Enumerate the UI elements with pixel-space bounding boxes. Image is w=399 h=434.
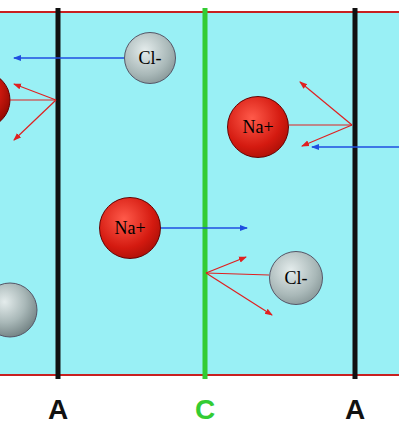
membrane-label: A: [345, 394, 365, 426]
sodium-ion: Na+: [99, 197, 161, 259]
membrane-label: C: [195, 394, 215, 426]
ion-label: Na+: [114, 218, 145, 239]
ion-label: Cl-: [138, 48, 161, 69]
membrane-label: A: [48, 394, 68, 426]
sodium-ion: Na+: [227, 96, 289, 158]
chloride-ion: Cl-: [269, 251, 323, 305]
ion-label: Cl-: [284, 268, 307, 289]
chloride-ion: Cl-: [124, 32, 176, 84]
ion-label: Na+: [242, 117, 273, 138]
